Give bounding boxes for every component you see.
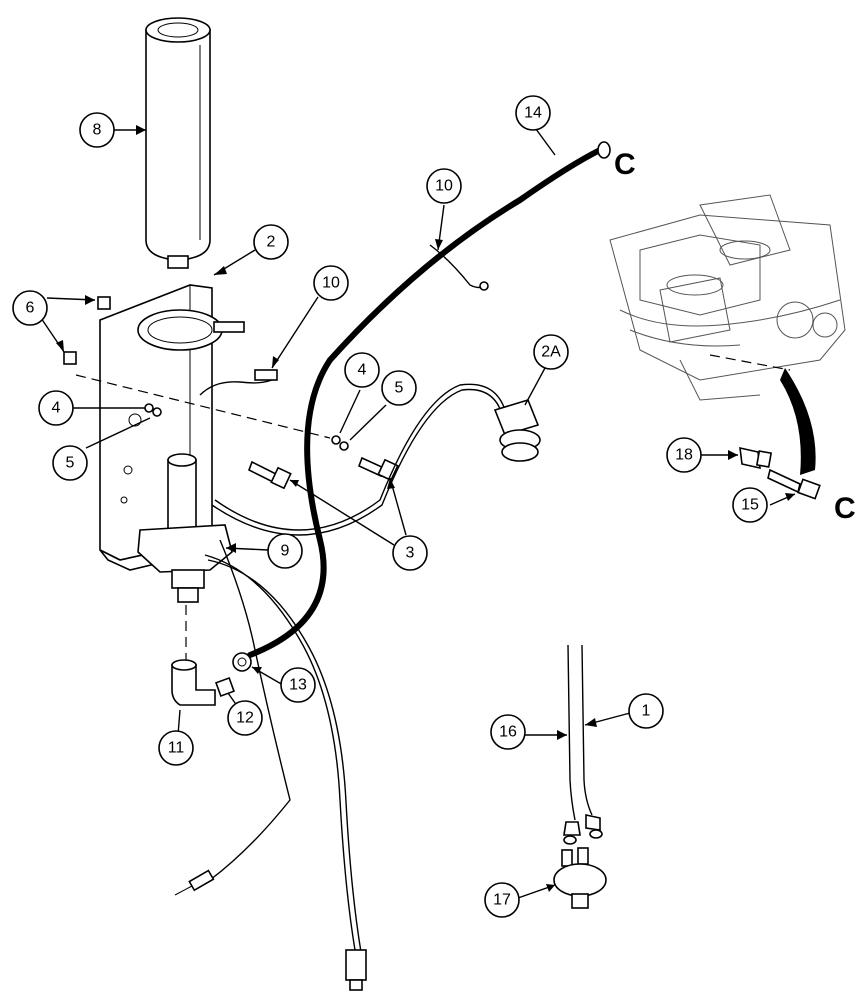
callout-10-bracket: 10 bbox=[313, 265, 349, 301]
svg-text:9: 9 bbox=[281, 543, 290, 560]
callout-11: 11 bbox=[158, 730, 194, 766]
svg-text:5: 5 bbox=[66, 455, 75, 472]
svg-text:10: 10 bbox=[435, 178, 453, 195]
wire-16 bbox=[567, 644, 576, 821]
callout-5-left: 5 bbox=[52, 445, 88, 481]
svg-text:1: 1 bbox=[642, 703, 651, 720]
clamp-bracket-tab bbox=[254, 369, 278, 381]
callout-12: 12 bbox=[227, 700, 263, 736]
sender-wire bbox=[214, 383, 506, 531]
hose-nut bbox=[232, 652, 252, 672]
reference-c-right: C bbox=[834, 492, 856, 525]
fuel-hose bbox=[247, 147, 603, 658]
harness-main bbox=[204, 554, 356, 951]
callout-4-right: 4 bbox=[344, 352, 380, 388]
svg-text:17: 17 bbox=[493, 892, 511, 909]
svg-text:13: 13 bbox=[289, 677, 307, 694]
svg-text:2: 2 bbox=[267, 234, 276, 251]
straight-fitting bbox=[215, 677, 235, 697]
engine-leader-arrow bbox=[780, 368, 816, 475]
bolt-left bbox=[247, 460, 292, 490]
engine-sketch bbox=[609, 194, 846, 401]
svg-text:3: 3 bbox=[406, 545, 415, 562]
svg-text:8: 8 bbox=[93, 122, 102, 139]
wire-clamp-bracket bbox=[199, 377, 276, 396]
callout-2a: 2A bbox=[533, 334, 569, 370]
callout-4-left: 4 bbox=[38, 390, 74, 426]
hose-end bbox=[597, 141, 611, 159]
svg-text:6: 6 bbox=[26, 300, 35, 317]
wire-clamp-top bbox=[429, 244, 486, 289]
filter-canister bbox=[145, 17, 211, 269]
svg-text:4: 4 bbox=[52, 400, 61, 417]
filter-head bbox=[137, 453, 233, 603]
bolt-right bbox=[357, 456, 399, 482]
svg-text:11: 11 bbox=[168, 740, 185, 757]
wire-1 bbox=[581, 644, 593, 816]
callout-3: 3 bbox=[392, 535, 428, 571]
callout-2: 2 bbox=[253, 224, 289, 260]
assembly-line-left bbox=[75, 374, 331, 439]
adapter-fitting bbox=[739, 446, 773, 470]
svg-text:10: 10 bbox=[322, 275, 340, 292]
washer-left-4 bbox=[144, 403, 154, 413]
svg-text:12: 12 bbox=[236, 710, 254, 727]
callout-6: 6 bbox=[12, 290, 48, 326]
harness-main-2 bbox=[207, 559, 362, 953]
terminal-16 bbox=[563, 821, 581, 836]
grommet-lower bbox=[63, 351, 77, 365]
callout-18: 18 bbox=[666, 437, 702, 473]
svg-text:14: 14 bbox=[524, 105, 542, 122]
band-clamp bbox=[137, 309, 245, 351]
harness-connector bbox=[345, 949, 367, 991]
grommet-upper bbox=[97, 296, 111, 310]
terminal-1 bbox=[585, 814, 601, 831]
pressure-switch bbox=[553, 847, 607, 909]
elbow-fitting bbox=[171, 659, 216, 706]
callout-15: 15 bbox=[732, 487, 768, 523]
washer-right-4 bbox=[331, 435, 341, 445]
callout-16: 16 bbox=[490, 714, 526, 750]
washer-left-5 bbox=[152, 407, 162, 417]
connector-fitting bbox=[767, 468, 821, 500]
callout-8: 8 bbox=[79, 112, 115, 148]
callout-13: 13 bbox=[280, 667, 316, 703]
svg-text:4: 4 bbox=[358, 362, 367, 379]
sender-wire-2 bbox=[211, 388, 503, 536]
svg-text:5: 5 bbox=[395, 380, 404, 397]
lead-terminal bbox=[174, 869, 215, 896]
washer-right-5 bbox=[339, 441, 349, 451]
svg-text:2A: 2A bbox=[541, 344, 561, 361]
callout-1: 1 bbox=[628, 693, 664, 729]
callout-17: 17 bbox=[484, 882, 520, 918]
reference-c-top: C bbox=[614, 148, 636, 181]
svg-text:18: 18 bbox=[675, 447, 693, 464]
callout-9: 9 bbox=[267, 533, 303, 569]
callout-14: 14 bbox=[515, 95, 551, 131]
svg-text:16: 16 bbox=[499, 724, 517, 741]
svg-text:15: 15 bbox=[741, 497, 759, 514]
harness-lead bbox=[209, 539, 291, 881]
callout-5-right: 5 bbox=[381, 370, 417, 406]
callout-10-top: 10 bbox=[426, 168, 462, 204]
arrowheads bbox=[56, 125, 795, 892]
clamp-top-eye bbox=[479, 281, 489, 291]
engine-leader-dash bbox=[709, 354, 791, 371]
temperature-sender bbox=[493, 399, 541, 462]
